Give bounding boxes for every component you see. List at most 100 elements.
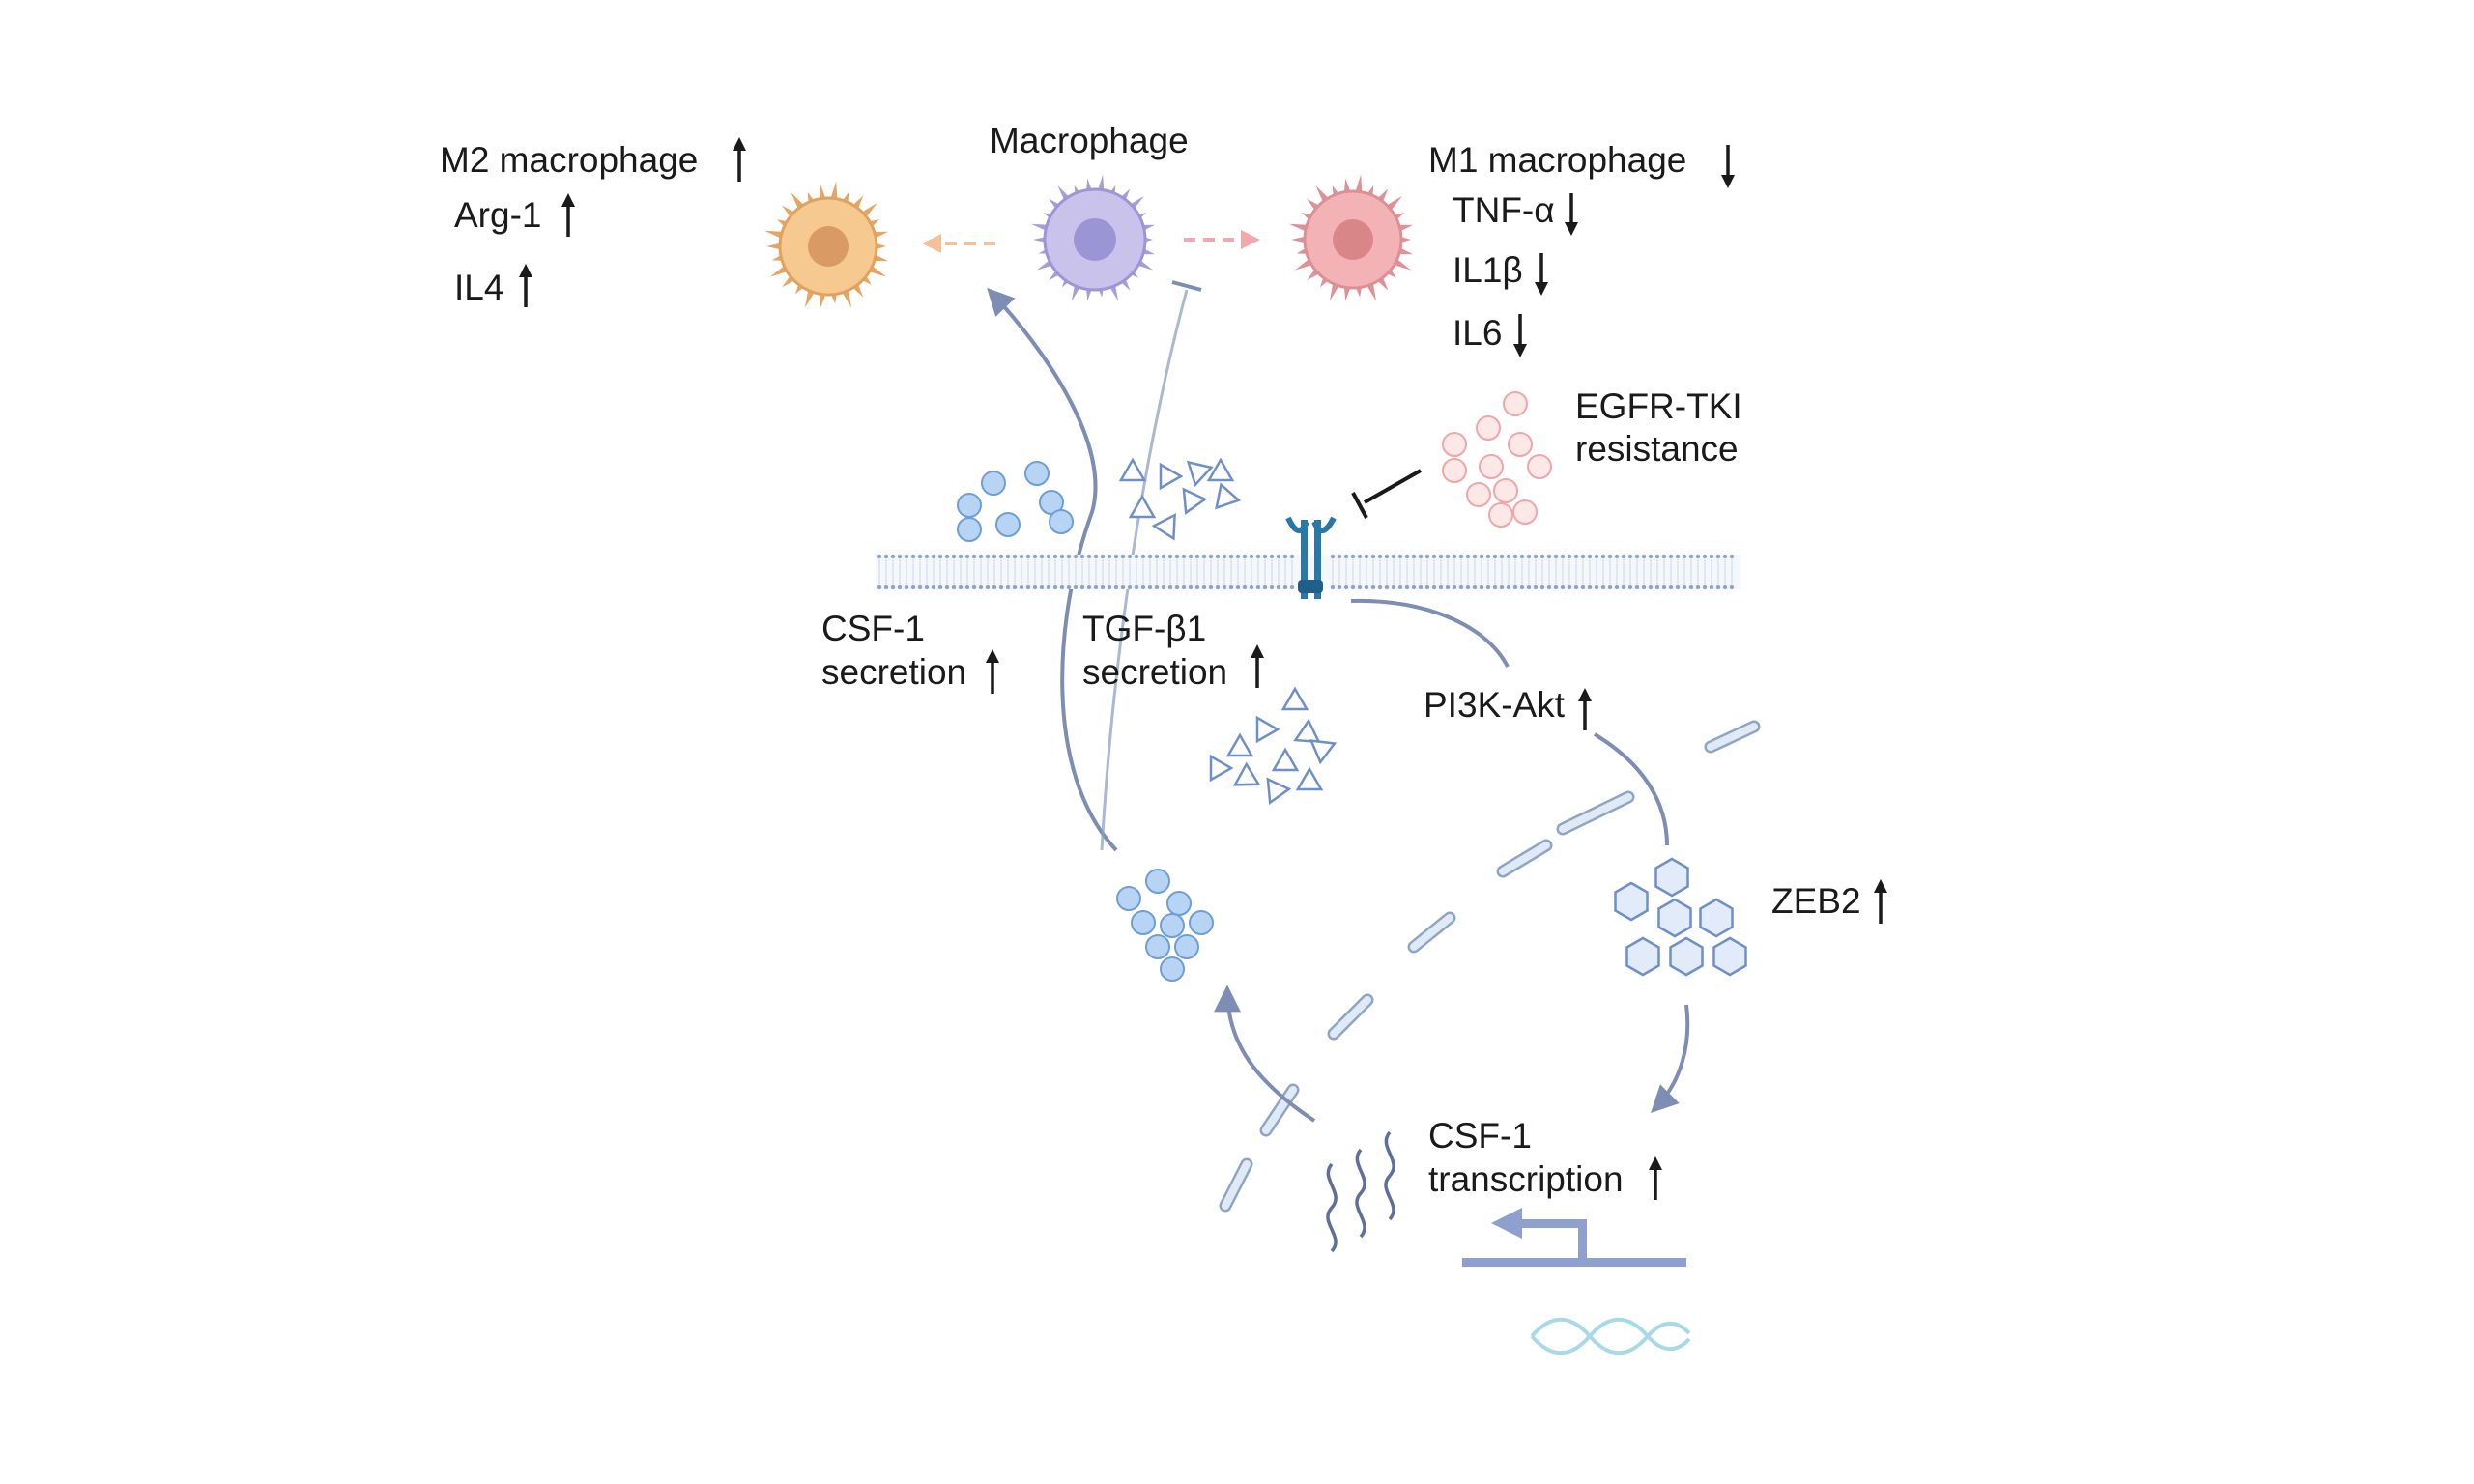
csf1-to-macrophage-arrow: [987, 287, 1118, 852]
tgf-beta1-particle: [1271, 747, 1300, 772]
membrane-lipid: [1546, 585, 1552, 590]
membrane-lipid: [1492, 554, 1498, 559]
membrane-lipid: [917, 554, 923, 559]
membrane-lipid: [1289, 554, 1295, 559]
membrane-lipid: [931, 554, 936, 559]
membrane-lipid: [1377, 554, 1383, 559]
membrane-lipid: [904, 554, 909, 559]
membrane-lipid: [890, 585, 896, 590]
membrane-lipid: [1627, 585, 1633, 590]
membrane-lipid: [1059, 585, 1065, 590]
membrane-lipid: [1140, 585, 1146, 590]
nuclear-envelope-segment: [1330, 996, 1371, 1038]
membrane-lipid: [998, 585, 1004, 590]
membrane-lipid: [1127, 585, 1133, 590]
nuclear-envelope-segment: [1410, 914, 1453, 951]
csf1-particle: [1189, 910, 1214, 935]
m2-macrophage-icon: [764, 181, 889, 308]
membrane-lipid: [1479, 554, 1484, 559]
down-arrow-icon: [1513, 145, 1735, 357]
membrane-lipid: [944, 585, 950, 590]
membrane-lipid: [1722, 585, 1728, 590]
membrane-lipid: [1506, 585, 1511, 590]
membrane-lipid: [904, 585, 909, 590]
membrane-lipid: [1086, 554, 1092, 559]
tgf-beta1-particle: [1280, 686, 1309, 711]
csf1-particle: [1145, 934, 1170, 959]
il1beta-label: IL1β: [1453, 250, 1523, 290]
membrane-lipid: [992, 554, 997, 559]
membrane-lipid: [897, 554, 903, 559]
membrane-lipid: [1580, 585, 1586, 590]
membrane-lipid: [964, 585, 970, 590]
membrane-lipid: [1228, 585, 1234, 590]
membrane-lipid: [1465, 554, 1471, 559]
membrane-lipid: [1404, 585, 1410, 590]
membrane-lipid: [1384, 554, 1390, 559]
membrane-lipid: [1147, 554, 1153, 559]
membrane-lipid: [1188, 585, 1194, 590]
membrane-lipid: [1147, 585, 1153, 590]
membrane-lipid: [1729, 554, 1735, 559]
membrane-lipid: [1546, 554, 1552, 559]
csf1-secretion-label: CSF-1: [821, 609, 925, 648]
tgf-beta1-particles-top: [1118, 457, 1242, 541]
arg1-label: Arg-1: [454, 195, 541, 235]
membrane-lipid: [1607, 554, 1613, 559]
membrane-lipid: [1222, 554, 1227, 559]
membrane-lipid: [1594, 585, 1599, 590]
membrane-lipid: [1357, 554, 1363, 559]
membrane-lipid: [1174, 554, 1180, 559]
m1-macrophage-icon: [1289, 174, 1414, 301]
membrane-lipid: [1120, 585, 1126, 590]
membrane-lipid: [1614, 554, 1620, 559]
membrane-lipid: [1215, 554, 1221, 559]
membrane-lipid: [924, 585, 930, 590]
nuclear-envelope-segment: [1499, 842, 1550, 875]
membrane-lipid: [1215, 585, 1221, 590]
membrane-lipid: [1695, 554, 1701, 559]
membrane-lipid: [1418, 554, 1424, 559]
tgf-beta1-particle: [1232, 761, 1261, 786]
membrane-lipid: [1715, 554, 1721, 559]
membrane-lipid: [1174, 585, 1180, 590]
membrane-lipid: [1364, 554, 1369, 559]
membrane-lipid: [1580, 554, 1586, 559]
membrane-lipid: [1350, 554, 1356, 559]
membrane-lipid: [1120, 554, 1126, 559]
csf1-secretion-label-2: secretion: [821, 652, 966, 692]
membrane-lipid: [1262, 585, 1268, 590]
tgf-beta1-particle: [1151, 513, 1176, 541]
membrane-lipid: [1073, 554, 1079, 559]
membrane-lipid: [1641, 554, 1647, 559]
membrane-lipid: [1134, 554, 1139, 559]
receptor-icon: [1285, 516, 1337, 599]
membrane-lipid: [1079, 554, 1085, 559]
membrane-lipid: [1059, 554, 1065, 559]
m2-macrophage-label: M2 macrophage: [440, 140, 698, 180]
tgf-beta1-particle: [1206, 457, 1235, 482]
membrane-lipid: [1512, 585, 1518, 590]
membrane-lipid: [1411, 585, 1417, 590]
transcription-label: transcription: [1428, 1159, 1624, 1199]
membrane-lipid: [1465, 585, 1471, 590]
membrane-lipid: [1194, 585, 1200, 590]
membrane-lipid: [1512, 554, 1518, 559]
membrane-lipid: [1391, 585, 1396, 590]
membrane-lipid: [1208, 585, 1214, 590]
membrane-lipid: [1695, 585, 1701, 590]
membrane-lipid: [951, 554, 957, 559]
membrane-lipid: [971, 585, 977, 590]
membrane-lipid: [1567, 554, 1572, 559]
egfr-tki-particle: [1493, 478, 1518, 503]
membrane-lipid: [1357, 585, 1363, 590]
tgf-beta1-particle: [1255, 715, 1280, 744]
up-arrow-icon: [519, 137, 746, 307]
zeb2-particle: [1614, 881, 1649, 922]
csf1-particle: [1166, 891, 1192, 916]
membrane-lipid: [890, 554, 896, 559]
egfr-tki-particle: [1527, 454, 1552, 479]
membrane-lipid: [1499, 554, 1505, 559]
membrane-lipid: [951, 585, 957, 590]
membrane-lipid: [944, 554, 950, 559]
